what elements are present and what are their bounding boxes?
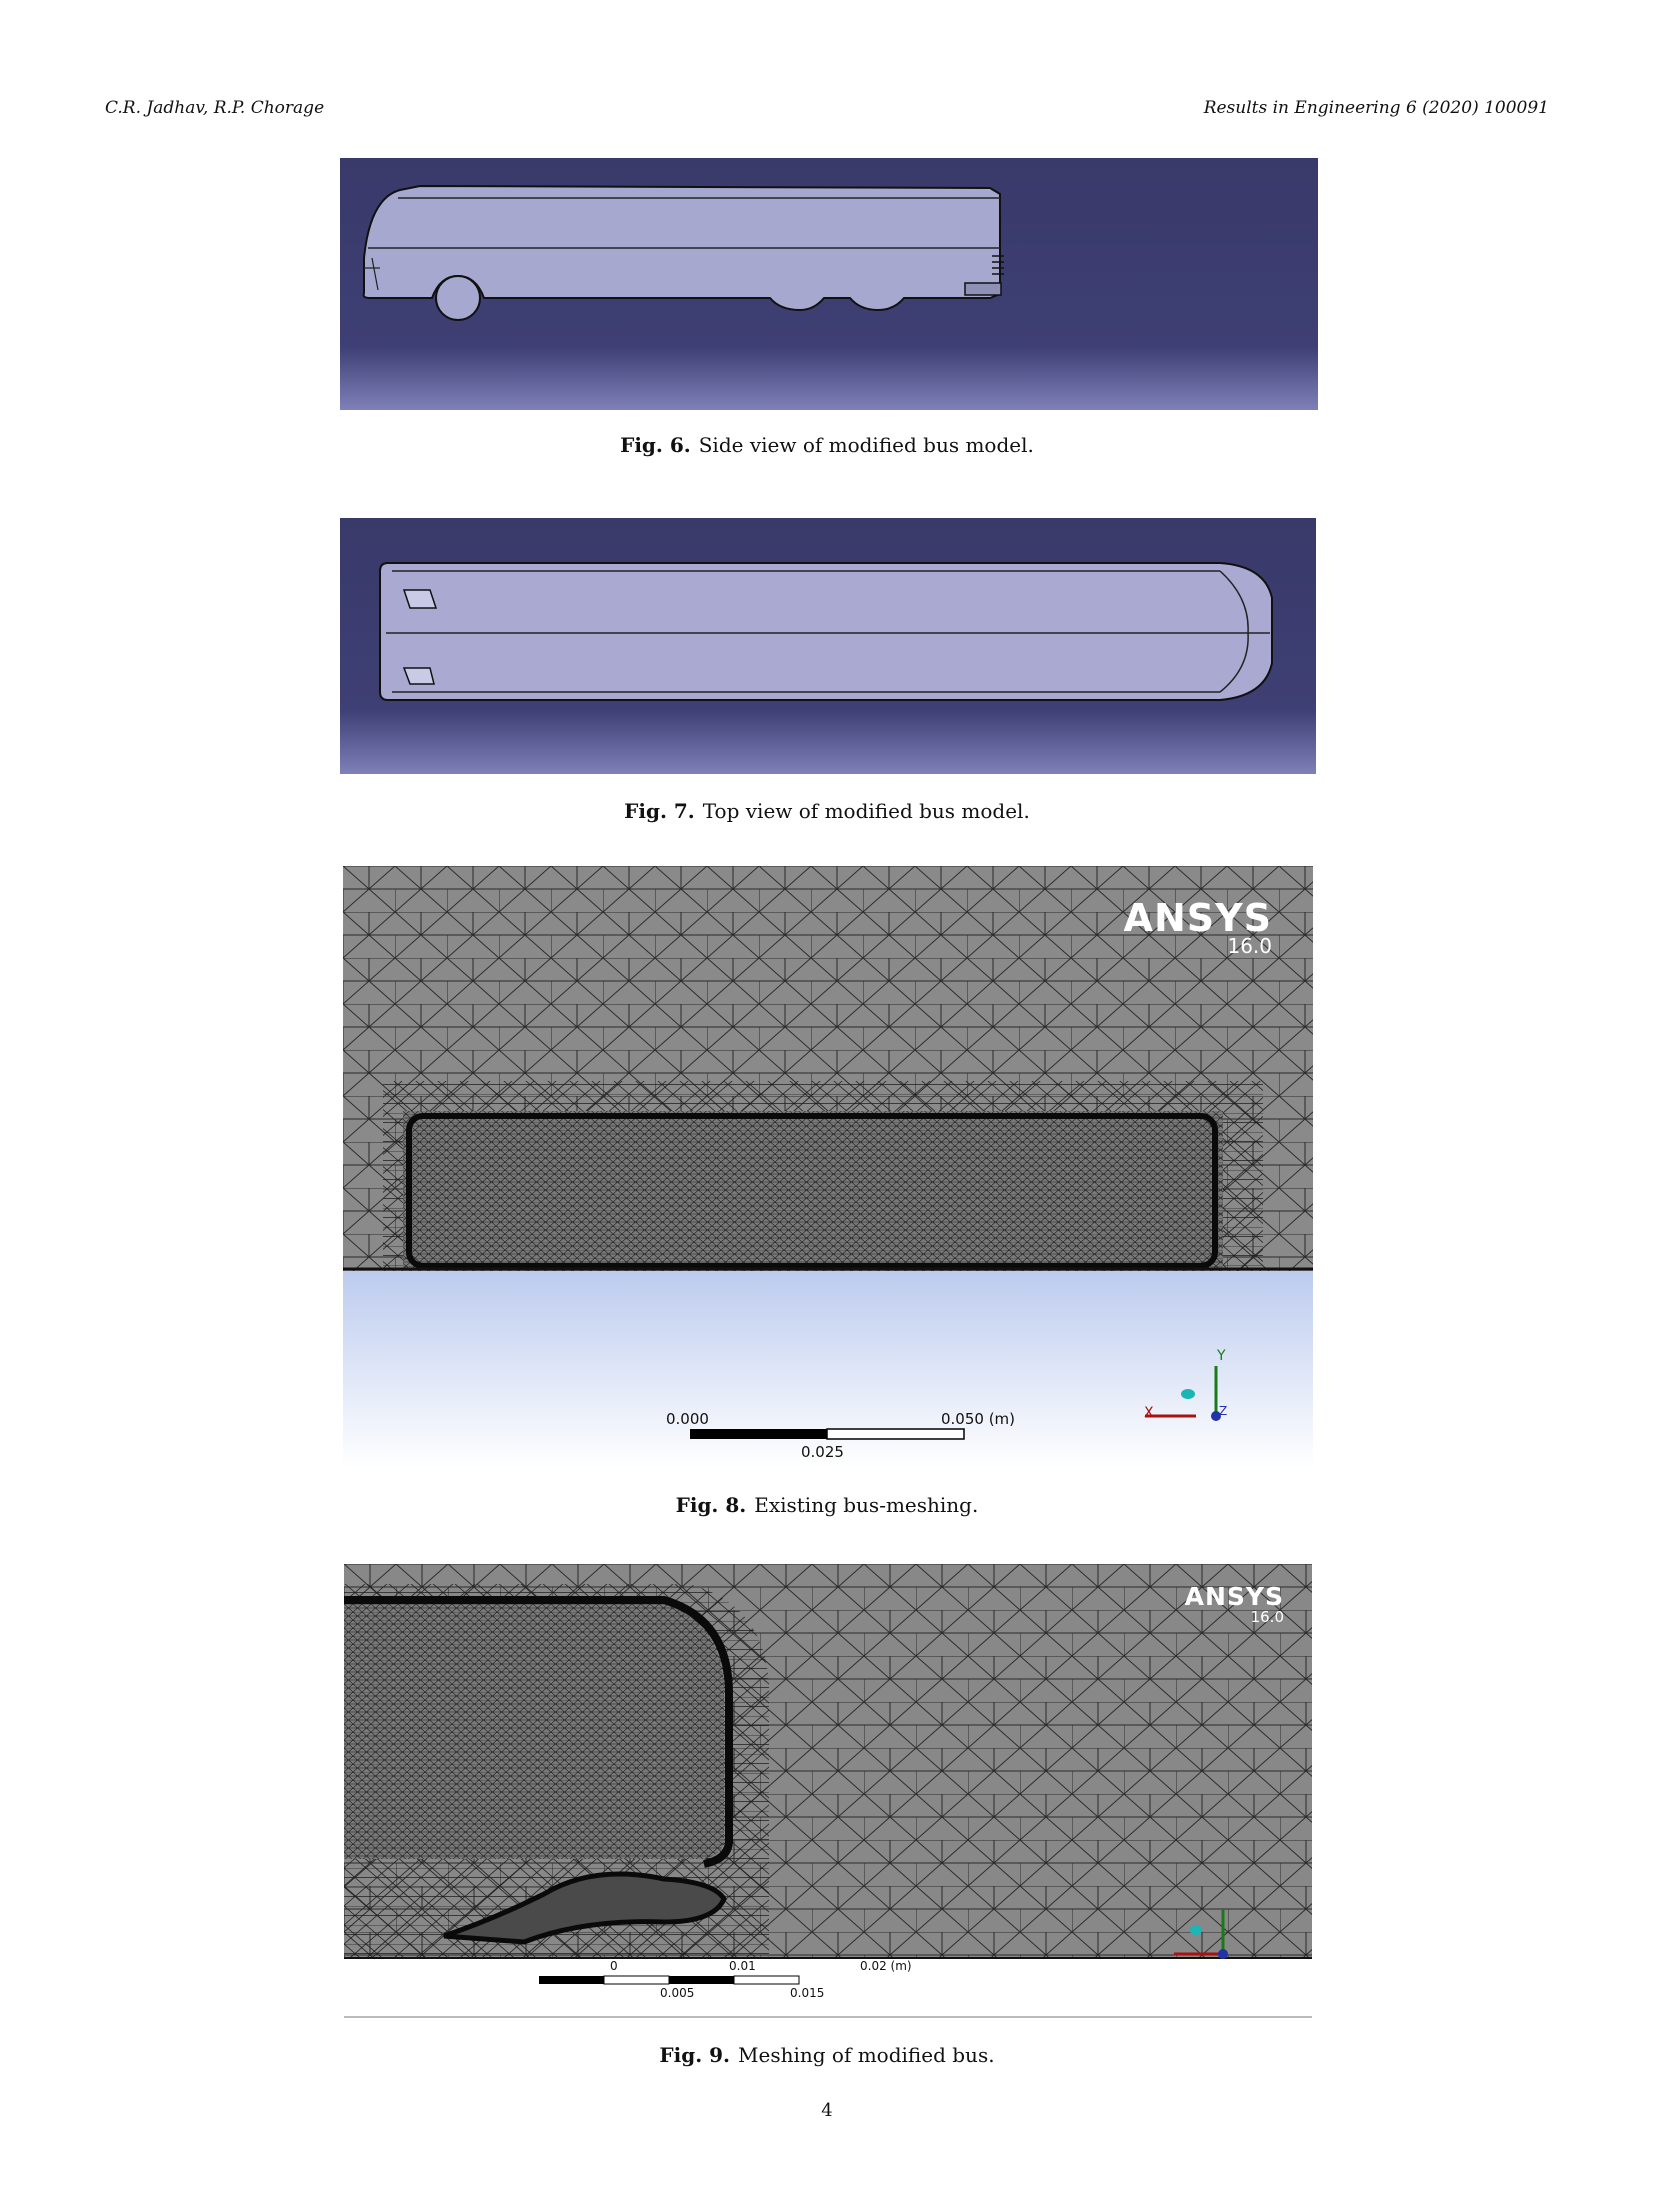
running-header-journal: Results in Engineering 6 (2020) 100091 bbox=[1203, 98, 1549, 118]
figure-7-caption: Fig. 7. Top view of modified bus model. bbox=[0, 799, 1654, 823]
figure-6-image bbox=[340, 158, 1318, 410]
figure-8-ansys-logo: ANSYS bbox=[1123, 896, 1272, 940]
figure-8-axis-y: Y bbox=[1217, 1348, 1226, 1364]
figure-9-text: Meshing of modified bus. bbox=[738, 2043, 995, 2067]
figure-8-scale-start: 0.000 bbox=[666, 1410, 709, 1428]
figure-9-label: Fig. 9. bbox=[659, 2043, 731, 2067]
figure-6-label: Fig. 6. bbox=[620, 433, 691, 457]
figure-9-scale-m2: 0.015 bbox=[790, 1986, 825, 2000]
figure-9-caption: Fig. 9. Meshing of modified bus. bbox=[0, 2043, 1654, 2067]
figure-8-scale-mid: 0.025 bbox=[801, 1443, 844, 1461]
figure-9-scale-m1: 0.005 bbox=[660, 1986, 695, 2000]
figure-9-scale-end: 0.02 (m) bbox=[860, 1959, 912, 1973]
figure-7-label: Fig. 7. bbox=[624, 799, 695, 823]
running-header-authors: C.R. Jadhav, R.P. Chorage bbox=[105, 98, 325, 118]
page-number: 4 bbox=[821, 2100, 833, 2121]
figure-8-axis-z: Z bbox=[1219, 1404, 1228, 1418]
figure-8-axis-x: X bbox=[1144, 1405, 1154, 1421]
figure-8-ansys-version: 16.0 bbox=[1227, 934, 1272, 958]
figure-8-image bbox=[343, 866, 1313, 1468]
figure-7-image bbox=[340, 518, 1316, 774]
figure-8-label: Fig. 8. bbox=[675, 1493, 747, 1517]
figure-9-image bbox=[344, 1564, 1312, 2022]
figure-9-ansys-logo: ANSYS bbox=[1184, 1582, 1284, 1611]
figure-6-caption: Fig. 6. Side view of modified bus model. bbox=[0, 433, 1654, 457]
figure-9-scale-t1: 0.01 bbox=[729, 1959, 756, 1973]
figure-8-caption: Fig. 8. Existing bus-meshing. bbox=[0, 1493, 1654, 1517]
figure-7-text: Top view of modified bus model. bbox=[702, 799, 1030, 823]
figure-9-scale-start: 0 bbox=[610, 1959, 618, 1973]
figure-8-scale-end: 0.050 (m) bbox=[941, 1410, 1016, 1428]
figure-6-text: Side view of modified bus model. bbox=[698, 433, 1034, 457]
figure-9-ansys-version: 16.0 bbox=[1250, 1608, 1284, 1626]
figure-8-text: Existing bus-meshing. bbox=[754, 1493, 979, 1517]
